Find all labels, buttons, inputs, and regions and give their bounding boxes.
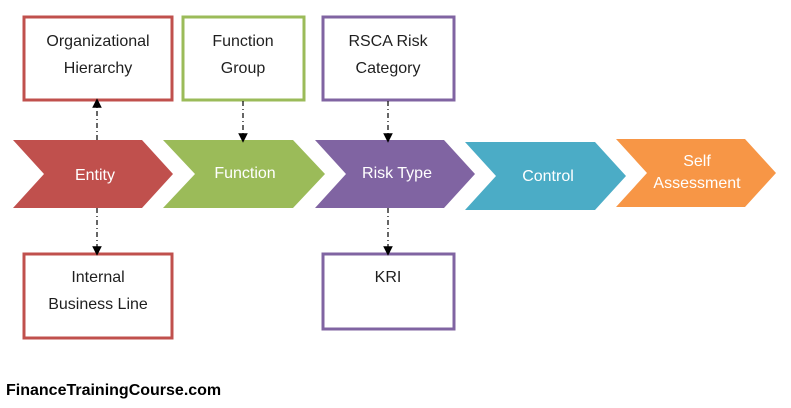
- function-group-line-1: Function: [212, 33, 273, 50]
- self-assessment-label-line-2: Assessment: [653, 175, 741, 192]
- kri-label: KRI: [375, 269, 402, 286]
- function-group-line-2: Group: [221, 60, 266, 77]
- self-assessment-label-line-1: Self: [683, 153, 711, 170]
- control-chevron: [465, 142, 626, 210]
- internal-business-line-line-1: Internal: [71, 269, 124, 286]
- entity-chevron: [13, 140, 173, 208]
- function-label: Function: [214, 165, 275, 182]
- risk-type-label: Risk Type: [362, 165, 432, 182]
- internal-business-line-box: Internal Business Line: [22, 252, 174, 340]
- rsca-risk-category-box: RSCA Risk Category: [321, 15, 456, 102]
- kri-box: KRI: [321, 252, 456, 331]
- internal-business-line-line-2: Business Line: [48, 296, 148, 313]
- footer-watermark: FinanceTrainingCourse.com: [6, 382, 222, 399]
- organizational-hierarchy-line-2: Hierarchy: [64, 60, 132, 77]
- function-group-box: Function Group: [181, 15, 306, 102]
- control-label: Control: [522, 168, 574, 185]
- risk-type-chevron: [315, 140, 475, 208]
- organizational-hierarchy-line-1: Organizational: [46, 33, 149, 50]
- rsca-risk-category-line-1: RSCA Risk: [348, 33, 428, 50]
- organizational-hierarchy-box: Organizational Hierarchy: [22, 15, 174, 102]
- rsca-risk-category-line-2: Category: [356, 60, 421, 77]
- self-assessment-chevron: [616, 139, 776, 207]
- function-chevron: [163, 140, 325, 208]
- entity-label: Entity: [75, 167, 115, 184]
